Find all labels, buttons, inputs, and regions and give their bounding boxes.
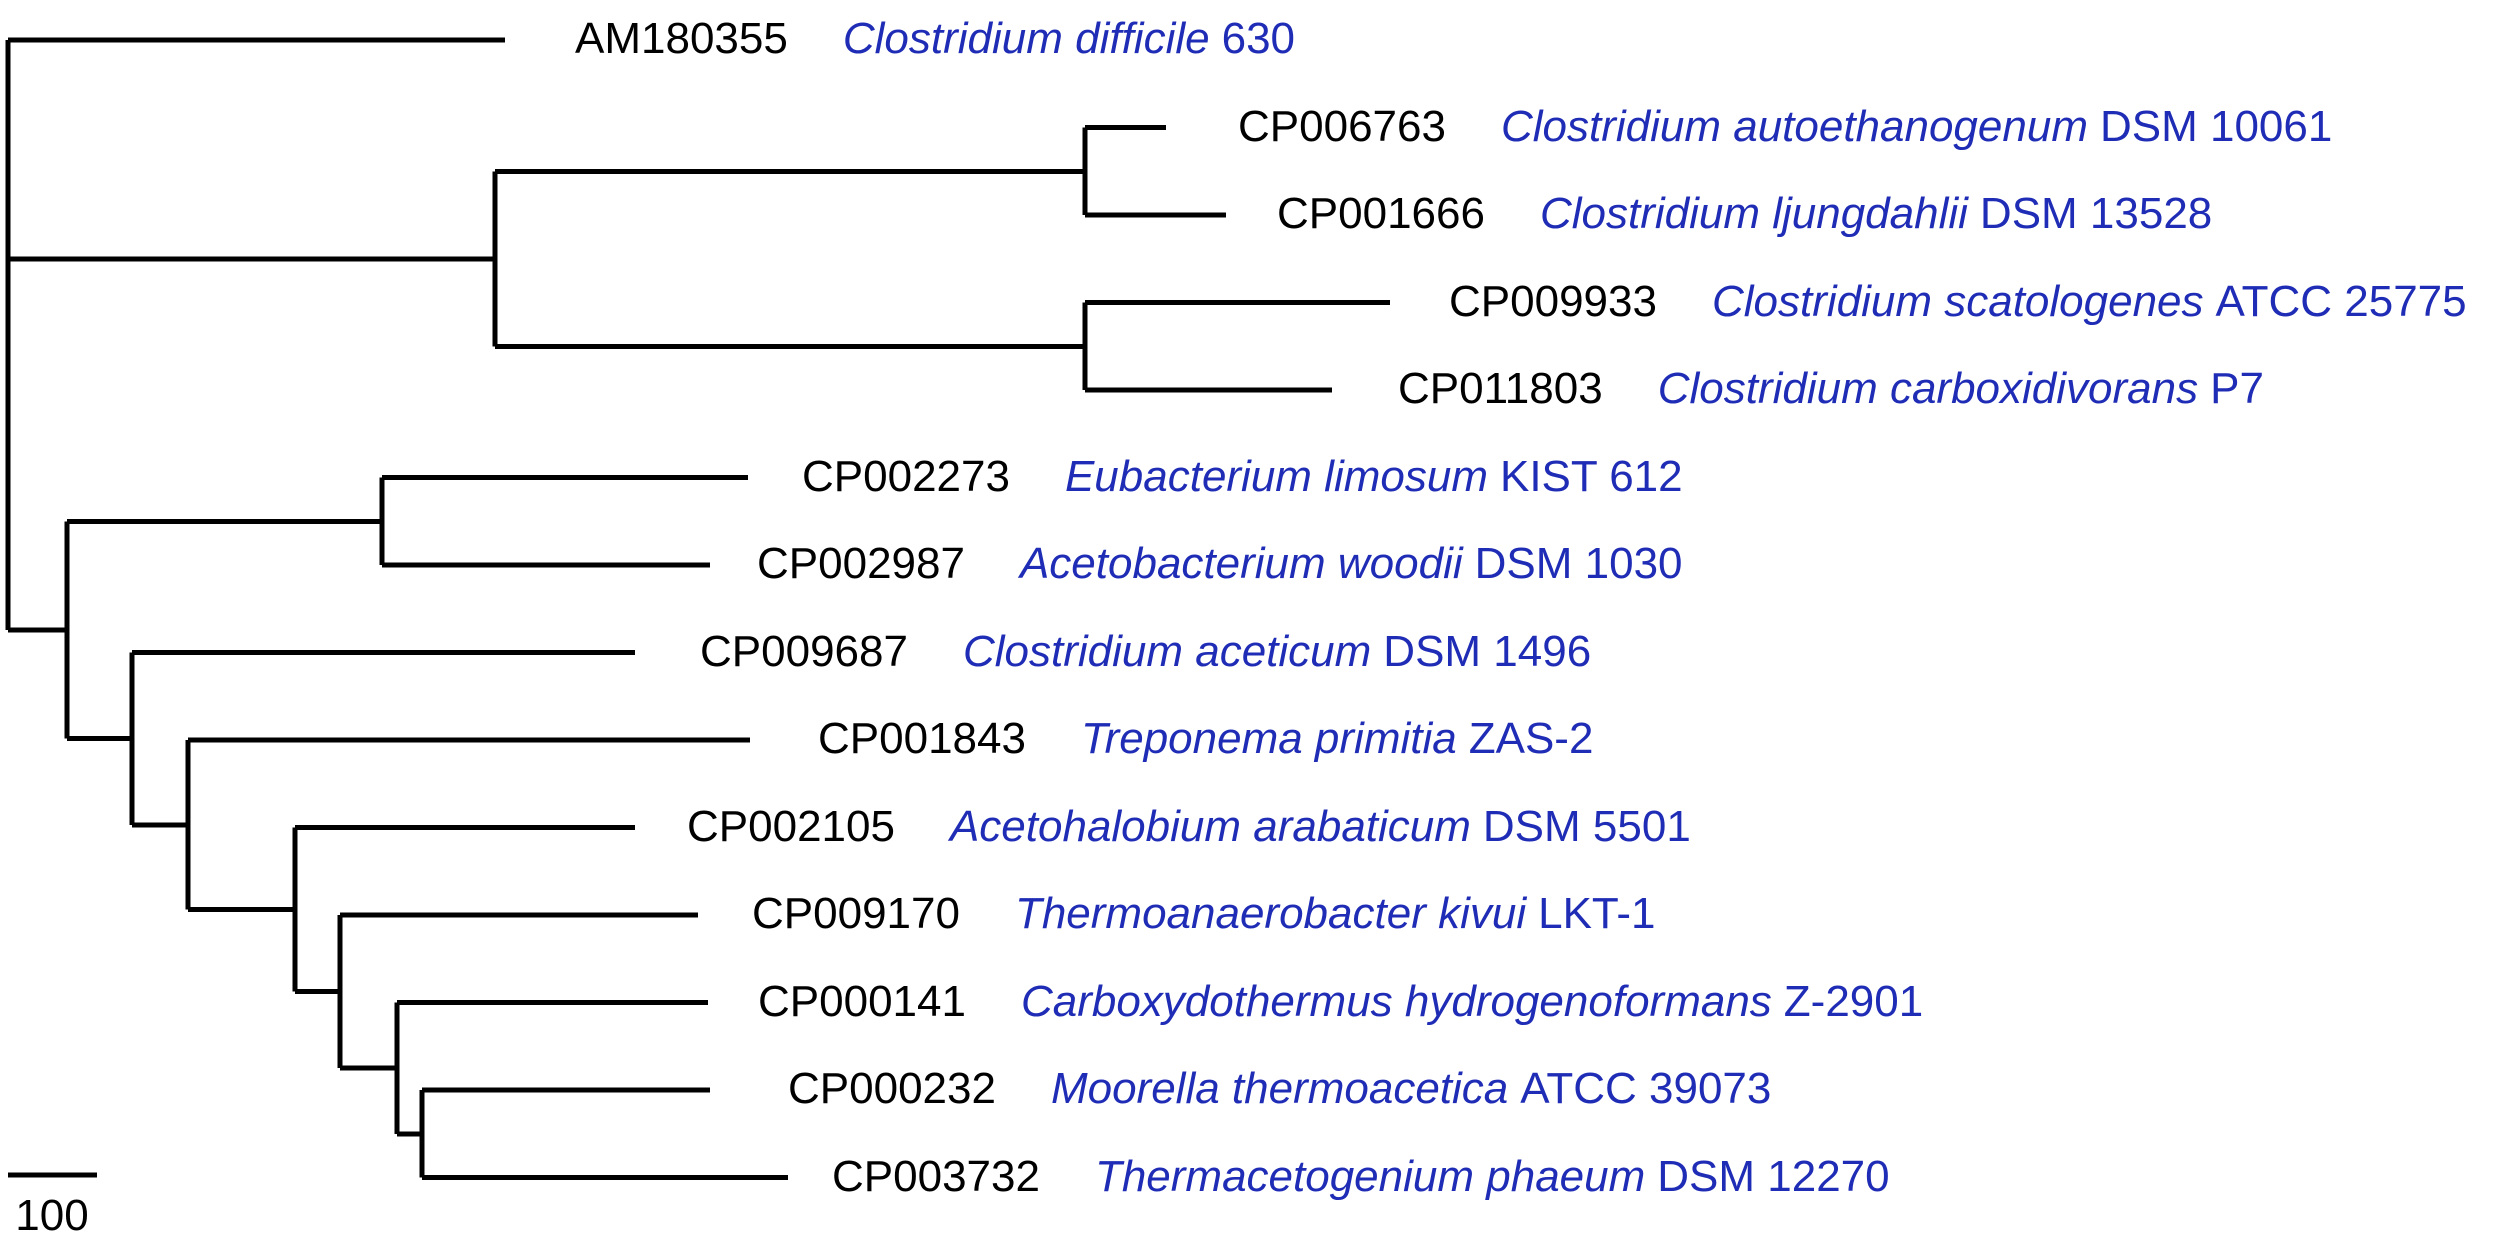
accession-label: CP002273	[802, 451, 1010, 501]
taxon-row-treponema-primitia: CP001843 Treponema primitia ZAS-2	[818, 713, 1594, 763]
taxon-row-clostridium-carboxidivorans: CP011803 Clostridium carboxidivorans P7	[1398, 363, 2264, 413]
species-label: Clostridium difficile	[842, 13, 1210, 63]
species-label: Clostridium scatologenes	[1711, 276, 2204, 326]
taxon-row-clostridium-aceticum: CP009687 Clostridium aceticum DSM 1496	[700, 626, 1592, 676]
taxon-row-clostridium-difficile: AM180355 Clostridium difficile 630	[575, 13, 1296, 63]
species-label: Clostridium ljungdahlii	[1539, 188, 1968, 238]
strain-label: Z-2901	[1783, 976, 1924, 1026]
accession-label: CP006763	[1238, 101, 1446, 151]
strain-label: DSM 10061	[2099, 101, 2333, 151]
taxon-row-thermacetogenium-phaeum: CP003732 Thermacetogenium phaeum DSM 122…	[832, 1151, 1890, 1201]
taxon-row-thermoanaerobacter-kivui: CP009170 Thermoanaerobacter kivui LKT-1	[752, 888, 1656, 938]
strain-label: DSM 5501	[1482, 801, 1691, 851]
strain-label: DSM 1030	[1474, 538, 1683, 588]
species-label: Treponema primitia	[1080, 713, 1457, 763]
strain-label: ATCC 39073	[1520, 1063, 1772, 1113]
taxon-row-clostridium-scatologenes: CP009933 Clostridium scatologenes ATCC 2…	[1449, 276, 2467, 326]
strain-label: ATCC 25775	[2215, 276, 2467, 326]
strain-label: DSM 13528	[1979, 188, 2213, 238]
strain-label: 630	[1221, 13, 1296, 63]
strain-label: KIST 612	[1499, 451, 1683, 501]
accession-label: AM180355	[575, 13, 788, 63]
accession-label: CP009687	[700, 626, 908, 676]
taxon-row-acetohalobium-arabaticum: CP002105 Acetohalobium arabaticum DSM 55…	[687, 801, 1691, 851]
accession-label: CP002105	[687, 801, 895, 851]
species-label: Acetohalobium arabaticum	[949, 801, 1471, 851]
strain-label: LKT-1	[1538, 888, 1656, 938]
species-label: Eubacterium limosum	[1064, 451, 1488, 501]
species-label: Carboxydothermus hydrogenoformans	[1020, 976, 1772, 1026]
accession-label: CP009170	[752, 888, 960, 938]
accession-label: CP000232	[788, 1063, 996, 1113]
scale-bar-label: 100	[15, 1191, 89, 1240]
accession-label: CP000141	[758, 976, 966, 1026]
species-label: Acetobacterium woodii	[1019, 538, 1463, 588]
species-label: Clostridium autoethanogenum	[1500, 101, 2088, 151]
species-label: Clostridium carboxidivorans	[1657, 363, 2199, 413]
species-label: Clostridium aceticum	[962, 626, 1372, 676]
taxon-row-clostridium-ljungdahlii: CP001666 Clostridium ljungdahlii DSM 135…	[1277, 188, 2213, 238]
accession-label: CP001843	[818, 713, 1026, 763]
strain-label: P7	[2210, 363, 2264, 413]
species-label: Thermacetogenium phaeum	[1094, 1151, 1646, 1201]
strain-label: ZAS-2	[1468, 713, 1594, 763]
taxon-row-moorella-thermoacetica: CP000232 Moorella thermoacetica ATCC 390…	[788, 1063, 1772, 1113]
accession-label: CP009933	[1449, 276, 1657, 326]
species-label: Moorella thermoacetica	[1050, 1063, 1509, 1113]
taxon-row-eubacterium-limosum: CP002273 Eubacterium limosum KIST 612	[802, 451, 1683, 501]
strain-label: DSM 12270	[1657, 1151, 1890, 1201]
taxon-row-acetobacterium-woodii: CP002987 Acetobacterium woodii DSM 1030	[757, 538, 1683, 588]
accession-label: CP002987	[757, 538, 965, 588]
accession-label: CP011803	[1398, 363, 1603, 413]
strain-label: DSM 1496	[1383, 626, 1592, 676]
taxon-row-carboxydothermus-hydrogenoformans: CP000141 Carboxydothermus hydrogenoforma…	[758, 976, 1924, 1026]
accession-label: CP003732	[832, 1151, 1040, 1201]
accession-label: CP001666	[1277, 188, 1485, 238]
taxon-row-clostridium-autoethanogenum: CP006763 Clostridium autoethanogenum DSM…	[1238, 101, 2333, 151]
species-label: Thermoanaerobacter kivui	[1014, 888, 1527, 938]
